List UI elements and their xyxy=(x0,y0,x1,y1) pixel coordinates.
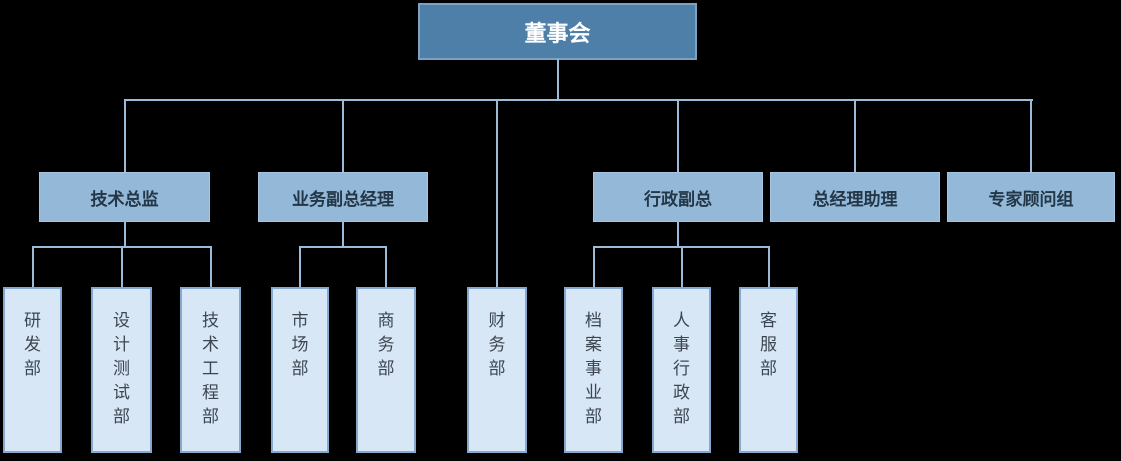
node-label-rd-dept: 研发部 xyxy=(24,311,41,378)
connector-line xyxy=(854,99,856,172)
connector-line xyxy=(299,246,387,248)
connector-line xyxy=(677,221,679,247)
connector-line xyxy=(299,246,301,287)
node-expert-advisory-group[interactable]: 专家顾问组 xyxy=(947,172,1115,222)
node-customer-service-dept[interactable]: 客服部 xyxy=(739,287,798,453)
node-rd-dept[interactable]: 研发部 xyxy=(3,287,62,453)
connector-line xyxy=(768,246,770,287)
node-label-hr-admin-dept: 人事行政部 xyxy=(673,311,690,426)
connector-line xyxy=(557,59,559,100)
connector-line xyxy=(385,246,387,287)
connector-line xyxy=(342,99,344,172)
connector-line xyxy=(342,221,344,247)
connector-line xyxy=(593,246,595,287)
node-commerce-dept[interactable]: 商务部 xyxy=(356,287,416,453)
node-board[interactable]: 董事会 xyxy=(418,3,697,60)
node-finance-dept[interactable]: 财务部 xyxy=(467,287,527,453)
node-label-admin-deputy-gm: 行政副总 xyxy=(644,189,712,209)
node-label-gm-assistant: 总经理助理 xyxy=(812,189,898,209)
node-marketing-dept[interactable]: 市场部 xyxy=(271,287,329,453)
connector-line xyxy=(681,246,683,287)
connector-line xyxy=(496,99,498,287)
node-business-deputy-gm[interactable]: 业务副总经理 xyxy=(258,172,428,222)
connector-line xyxy=(32,246,34,287)
connector-line xyxy=(677,99,679,172)
connector-line xyxy=(124,99,126,172)
connector-line xyxy=(124,99,1033,101)
node-hr-admin-dept[interactable]: 人事行政部 xyxy=(652,287,711,453)
node-tech-director[interactable]: 技术总监 xyxy=(39,172,210,222)
node-label-finance-dept: 财务部 xyxy=(488,311,506,378)
connector-line xyxy=(1030,99,1032,172)
node-archives-dept[interactable]: 档案事业部 xyxy=(564,287,623,453)
node-label-expert-advisory-group: 专家顾问组 xyxy=(988,189,1074,209)
node-design-test-dept[interactable]: 设计测试部 xyxy=(91,287,152,453)
node-tech-engineering-dept[interactable]: 技术工程部 xyxy=(180,287,241,453)
node-admin-deputy-gm[interactable]: 行政副总 xyxy=(593,172,763,222)
connector-line xyxy=(210,246,212,287)
node-gm-assistant[interactable]: 总经理助理 xyxy=(770,172,940,222)
node-label-design-test-dept: 设计测试部 xyxy=(113,311,130,426)
node-label-archives-dept: 档案事业部 xyxy=(585,311,602,426)
node-label-tech-director: 技术总监 xyxy=(90,189,159,209)
node-label-marketing-dept: 市场部 xyxy=(291,311,309,378)
connector-line xyxy=(121,246,123,287)
node-label-board: 董事会 xyxy=(524,20,591,46)
node-label-commerce-dept: 商务部 xyxy=(377,311,395,378)
node-label-business-deputy-gm: 业务副总经理 xyxy=(292,189,394,209)
node-label-tech-engineering-dept: 技术工程部 xyxy=(202,311,219,426)
connector-line xyxy=(124,221,126,247)
node-label-customer-service-dept: 客服部 xyxy=(760,311,777,378)
